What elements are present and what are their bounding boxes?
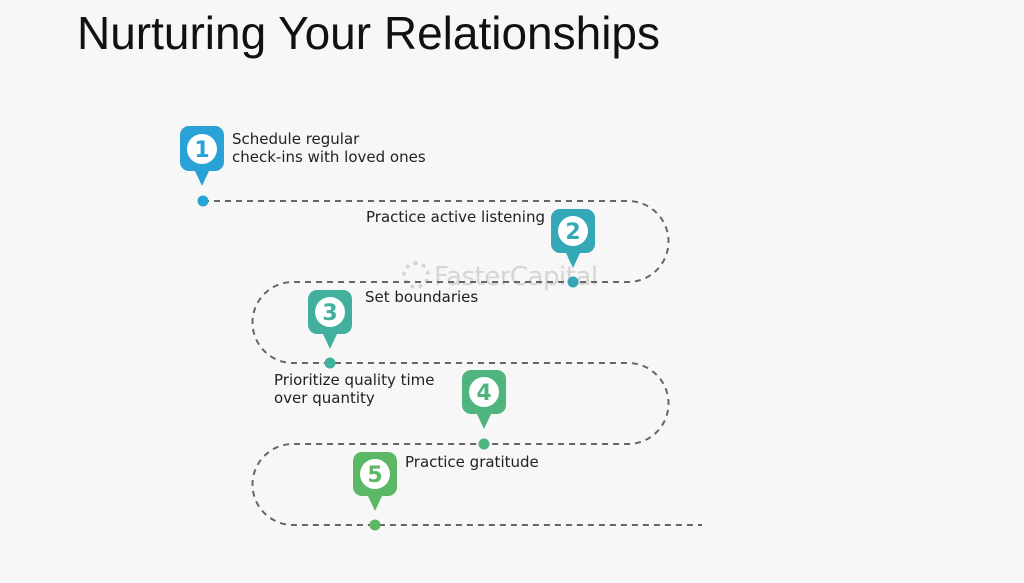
- step-4-dot: [478, 438, 490, 450]
- page-title: Nurturing Your Relationships: [77, 7, 661, 59]
- step-2-label: Practice active listening: [366, 208, 546, 226]
- step-1-badge: [187, 134, 217, 164]
- step-3-marker: 3: [308, 290, 352, 369]
- step-1-dot: [197, 195, 209, 207]
- step-5-dot: [369, 519, 381, 531]
- step-5-label: Practice gratitude: [405, 453, 539, 471]
- step-2-marker: 2: [551, 209, 595, 288]
- gear-icon: [402, 261, 430, 289]
- step-4-label: Prioritize quality time over quantity: [274, 371, 435, 407]
- step-5-number: 5: [367, 463, 382, 488]
- step-3-number: 3: [322, 301, 337, 326]
- step-4-number: 4: [476, 381, 491, 406]
- step-1-label: Schedule regular check-ins with loved on…: [232, 130, 426, 166]
- step-5-badge: [360, 459, 390, 489]
- step-4-marker: 4: [462, 370, 506, 450]
- step-2-badge: [558, 216, 588, 246]
- step-4-badge: [469, 377, 499, 407]
- dashed-road-path: [203, 200, 702, 526]
- step-1-marker: 1: [180, 126, 224, 207]
- step-2-dot: [567, 276, 579, 288]
- step-5-marker: 5: [353, 452, 397, 531]
- step-2-number: 2: [565, 220, 580, 245]
- step-1-number: 1: [194, 138, 209, 163]
- step-3-label: Set boundaries: [365, 288, 479, 306]
- step-3-dot: [324, 357, 336, 369]
- step-3-badge: [315, 297, 345, 327]
